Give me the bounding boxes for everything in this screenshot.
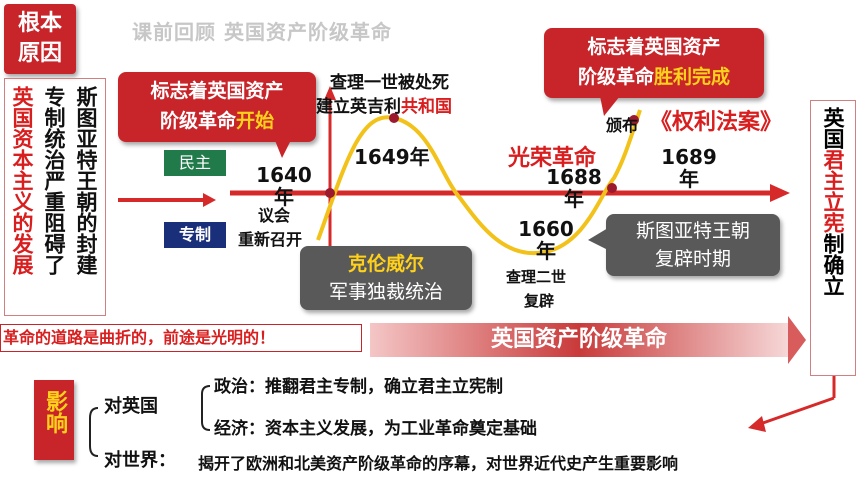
note-part-c: 的，前途是光明的！ [131,328,276,347]
revolution-band-arrow [788,316,806,364]
bubble-revolution-start: 标志着英国资产 阶级革命开始 [118,72,316,142]
year-1649: 1649年 [354,145,430,169]
root-cause-box: 根本 原因 [4,4,76,74]
legend-democracy: 民主 [164,150,226,176]
bubble-start-line2a: 阶级革命 [159,110,236,132]
bubble-start-line2b: 开始 [236,110,275,132]
bubble-complete-line2b: 胜利完成 [654,66,731,88]
constitutional-monarchy-box: 英国君主立宪制确立 [810,100,856,376]
year-1689: 1689 年 [656,146,722,190]
stuart-line2: 复辟时期 [654,248,731,270]
year-1640-unit: 年 [274,185,294,209]
note-part-b: 曲折 [99,328,132,347]
legend-autocracy: 专制 [164,222,226,248]
root-cause-col3: 斯图亚特王朝的封建 [74,86,98,275]
bill-of-rights: 《权利法案》 [650,110,783,135]
impact-britain-label: 对英国 [104,396,158,417]
point-1689 [629,115,639,125]
impact-politics: 政治：推翻君主专制，确立君主立宪制 [214,377,503,397]
right-box-text-a: 英国 [821,107,845,149]
stuart-restoration-box: 斯图亚特王朝 复辟时期 [606,214,780,276]
root-cause-title-2: 原因 [17,41,62,66]
year-1688: 1688 年 [544,166,604,210]
bubble-complete-line1: 标志着英国资产 [587,36,721,58]
stuart-box-tail [588,228,608,250]
impact-title: 影响 [42,390,67,434]
root-cause-col2: 专制统治严重阻碍了 [42,86,66,275]
year-1688-num: 1688 [546,165,602,189]
stuart-line1: 斯图亚特王朝 [635,220,750,242]
cromwell-line1: 克伦威尔 [347,253,424,275]
impact-brace-main [89,407,99,457]
charles2-line1: 查理二世 [506,268,567,286]
bubble-revolution-complete: 标志着英国资产 阶级革命胜利完成 [544,28,764,98]
year-1660: 1660 年 [516,218,576,262]
root-cause-title-1: 根本 [17,11,62,36]
bubble-complete-line2a: 阶级革命 [577,66,654,88]
glorious-revolution: 光荣革命 [508,146,597,171]
entry-arrow-head [203,193,216,207]
bubble-complete-line2: 阶级革命胜利完成 [544,62,764,92]
root-cause-outline [4,78,106,316]
impact-box: 影响 [34,380,74,460]
point-1688 [607,183,617,193]
time-axis-arrow [770,184,790,202]
charles-execution-line1: 查理一世被处死 [330,73,449,93]
impact-world-text: 揭开了欧洲和北美资产阶级革命的序幕，对世界近代史产生重要影响 [198,454,679,473]
cromwell-line2: 军事独裁统治 [328,281,443,303]
issue-label: 颁布 [606,116,639,135]
revolution-banner-text: 英国资产阶级革命 [490,327,667,352]
charles2-line2: 复辟 [524,292,555,310]
right-box-text-c: 制确立 [821,233,845,296]
bubble-complete-tail [600,96,620,116]
year-1640: 1640 年 [254,164,314,208]
root-cause-col1: 英国资本主义的发展 [10,86,34,275]
vertical-axis-up [324,86,336,100]
year-1640-num: 1640 [256,163,312,187]
impact-economy: 经济：资本主义发展，为工业革命奠定基础 [214,419,537,439]
page-title: 课前回顾 英国资产阶级革命 [132,20,392,44]
republic-text-a: 建立英吉利 [316,97,401,117]
year-1660-unit: 年 [536,239,556,263]
impact-arrow-head [748,416,766,432]
right-box-text-b: 君主立宪 [821,149,845,233]
year-1688-unit: 年 [564,187,584,211]
revolution-band [370,323,788,357]
bubble-start-line2: 阶级革命开始 [118,106,316,136]
revolution-path-note: 革命的道路是曲折的，前途是光明的！ [0,324,362,352]
impact-brace-britain [201,385,211,431]
point-1649 [389,113,399,123]
impact-arrow-diag [759,396,835,426]
bubble-start-tail [274,138,292,158]
republic-text-b: 共和国 [401,97,452,117]
year-1660-num: 1660 [518,217,574,241]
impact-world-label: 对世界： [104,450,176,471]
charles-execution-line2: 建立英吉利共和国 [316,92,452,117]
year-1689-num: 1689 [661,145,717,169]
bubble-start-line1: 标志着英国资产 [150,80,284,102]
year-1689-unit: 年 [679,167,699,191]
revolution-curve [316,109,642,256]
parliament-line1: 议会 [258,206,291,225]
note-part-a: 革命的道路是 [3,328,100,347]
parliament-line2: 重新召开 [238,230,303,249]
point-1640 [325,188,335,198]
cromwell-box: 克伦威尔 军事独裁统治 [300,246,472,310]
right-box-text: 英国君主立宪制确立 [820,107,846,296]
